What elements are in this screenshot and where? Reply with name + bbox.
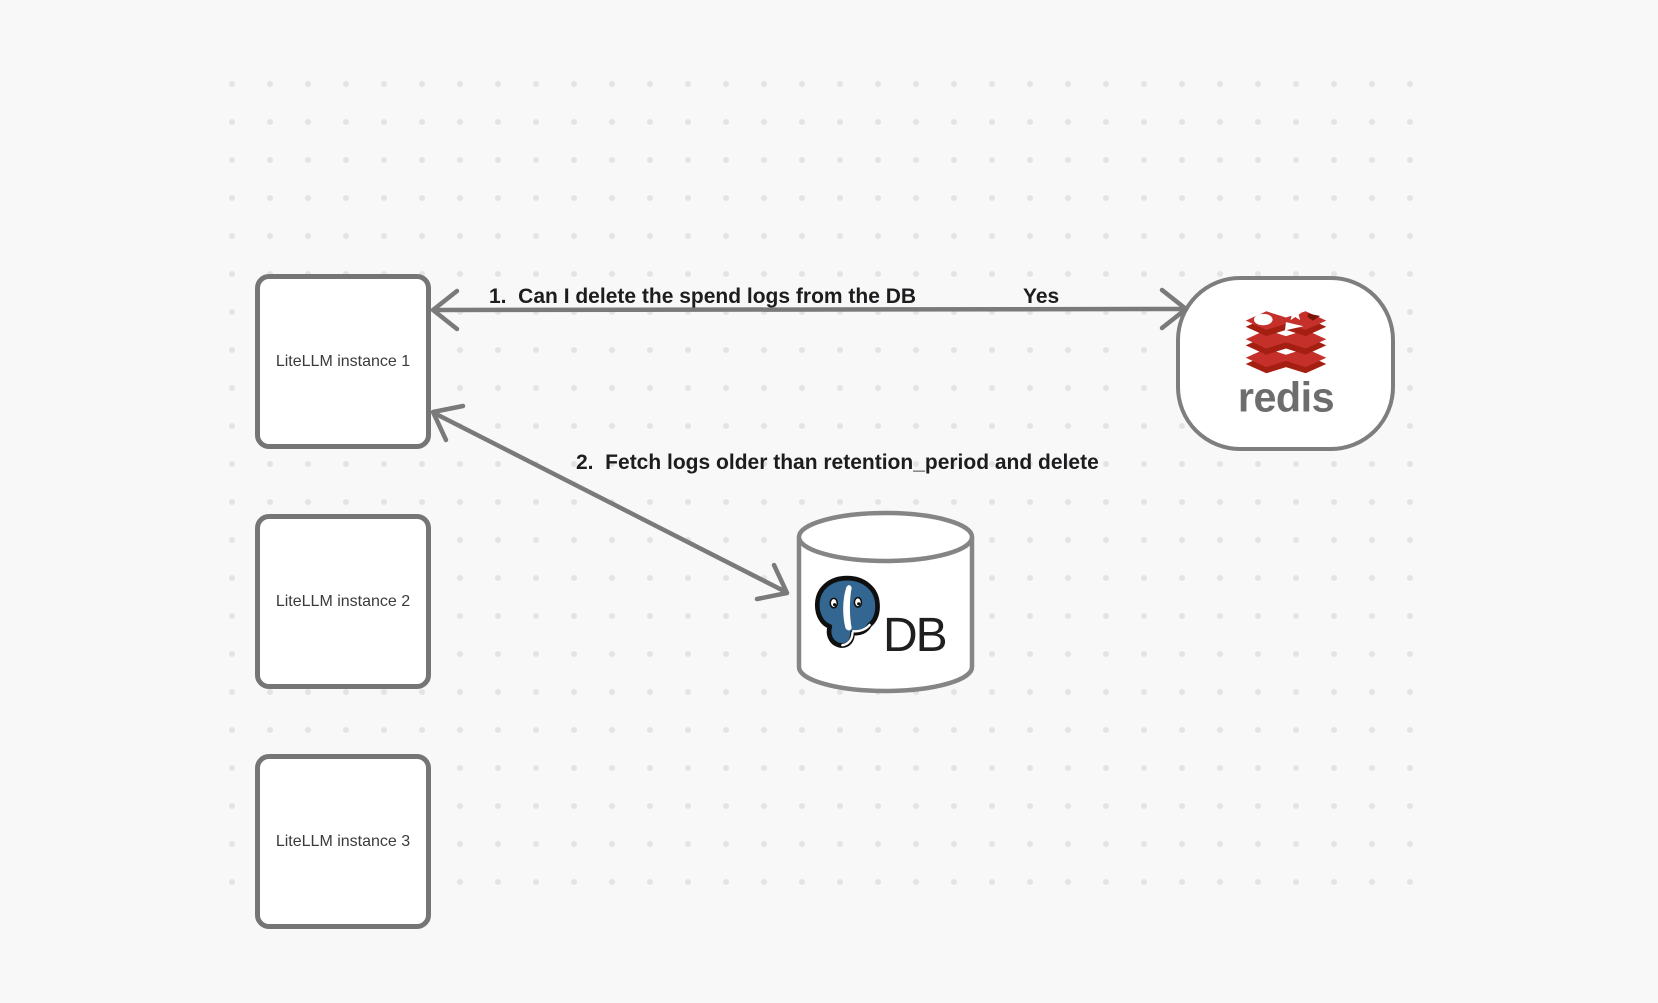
node-litellm-instance-2[interactable]: LiteLLM instance 2	[255, 514, 431, 689]
db-label: DB	[883, 609, 946, 662]
node-litellm-instance-3[interactable]: LiteLLM instance 3	[255, 754, 431, 929]
node-litellm-instance-3-label: LiteLLM instance 3	[275, 832, 411, 850]
redis-logo-icon: redis	[1237, 305, 1334, 420]
edge1-response-label[interactable]: Yes	[1023, 285, 1060, 308]
edge1-label[interactable]: 1. Can I delete the spend logs from the …	[489, 285, 917, 308]
node-redis[interactable]: redis	[1176, 276, 1395, 451]
node-litellm-instance-1[interactable]: LiteLLM instance 1	[255, 274, 431, 449]
node-db[interactable]: DB	[795, 509, 976, 697]
edge2-label[interactable]: 2. Fetch logs older than retention_perio…	[576, 451, 1099, 474]
node-litellm-instance-1-label: LiteLLM instance 1	[275, 352, 411, 370]
postgres-elephant-icon	[815, 575, 880, 648]
db-cylinder	[796, 510, 975, 694]
redis-wordmark: redis	[1237, 374, 1333, 420]
node-litellm-instance-2-label: LiteLLM instance 2	[275, 592, 411, 610]
